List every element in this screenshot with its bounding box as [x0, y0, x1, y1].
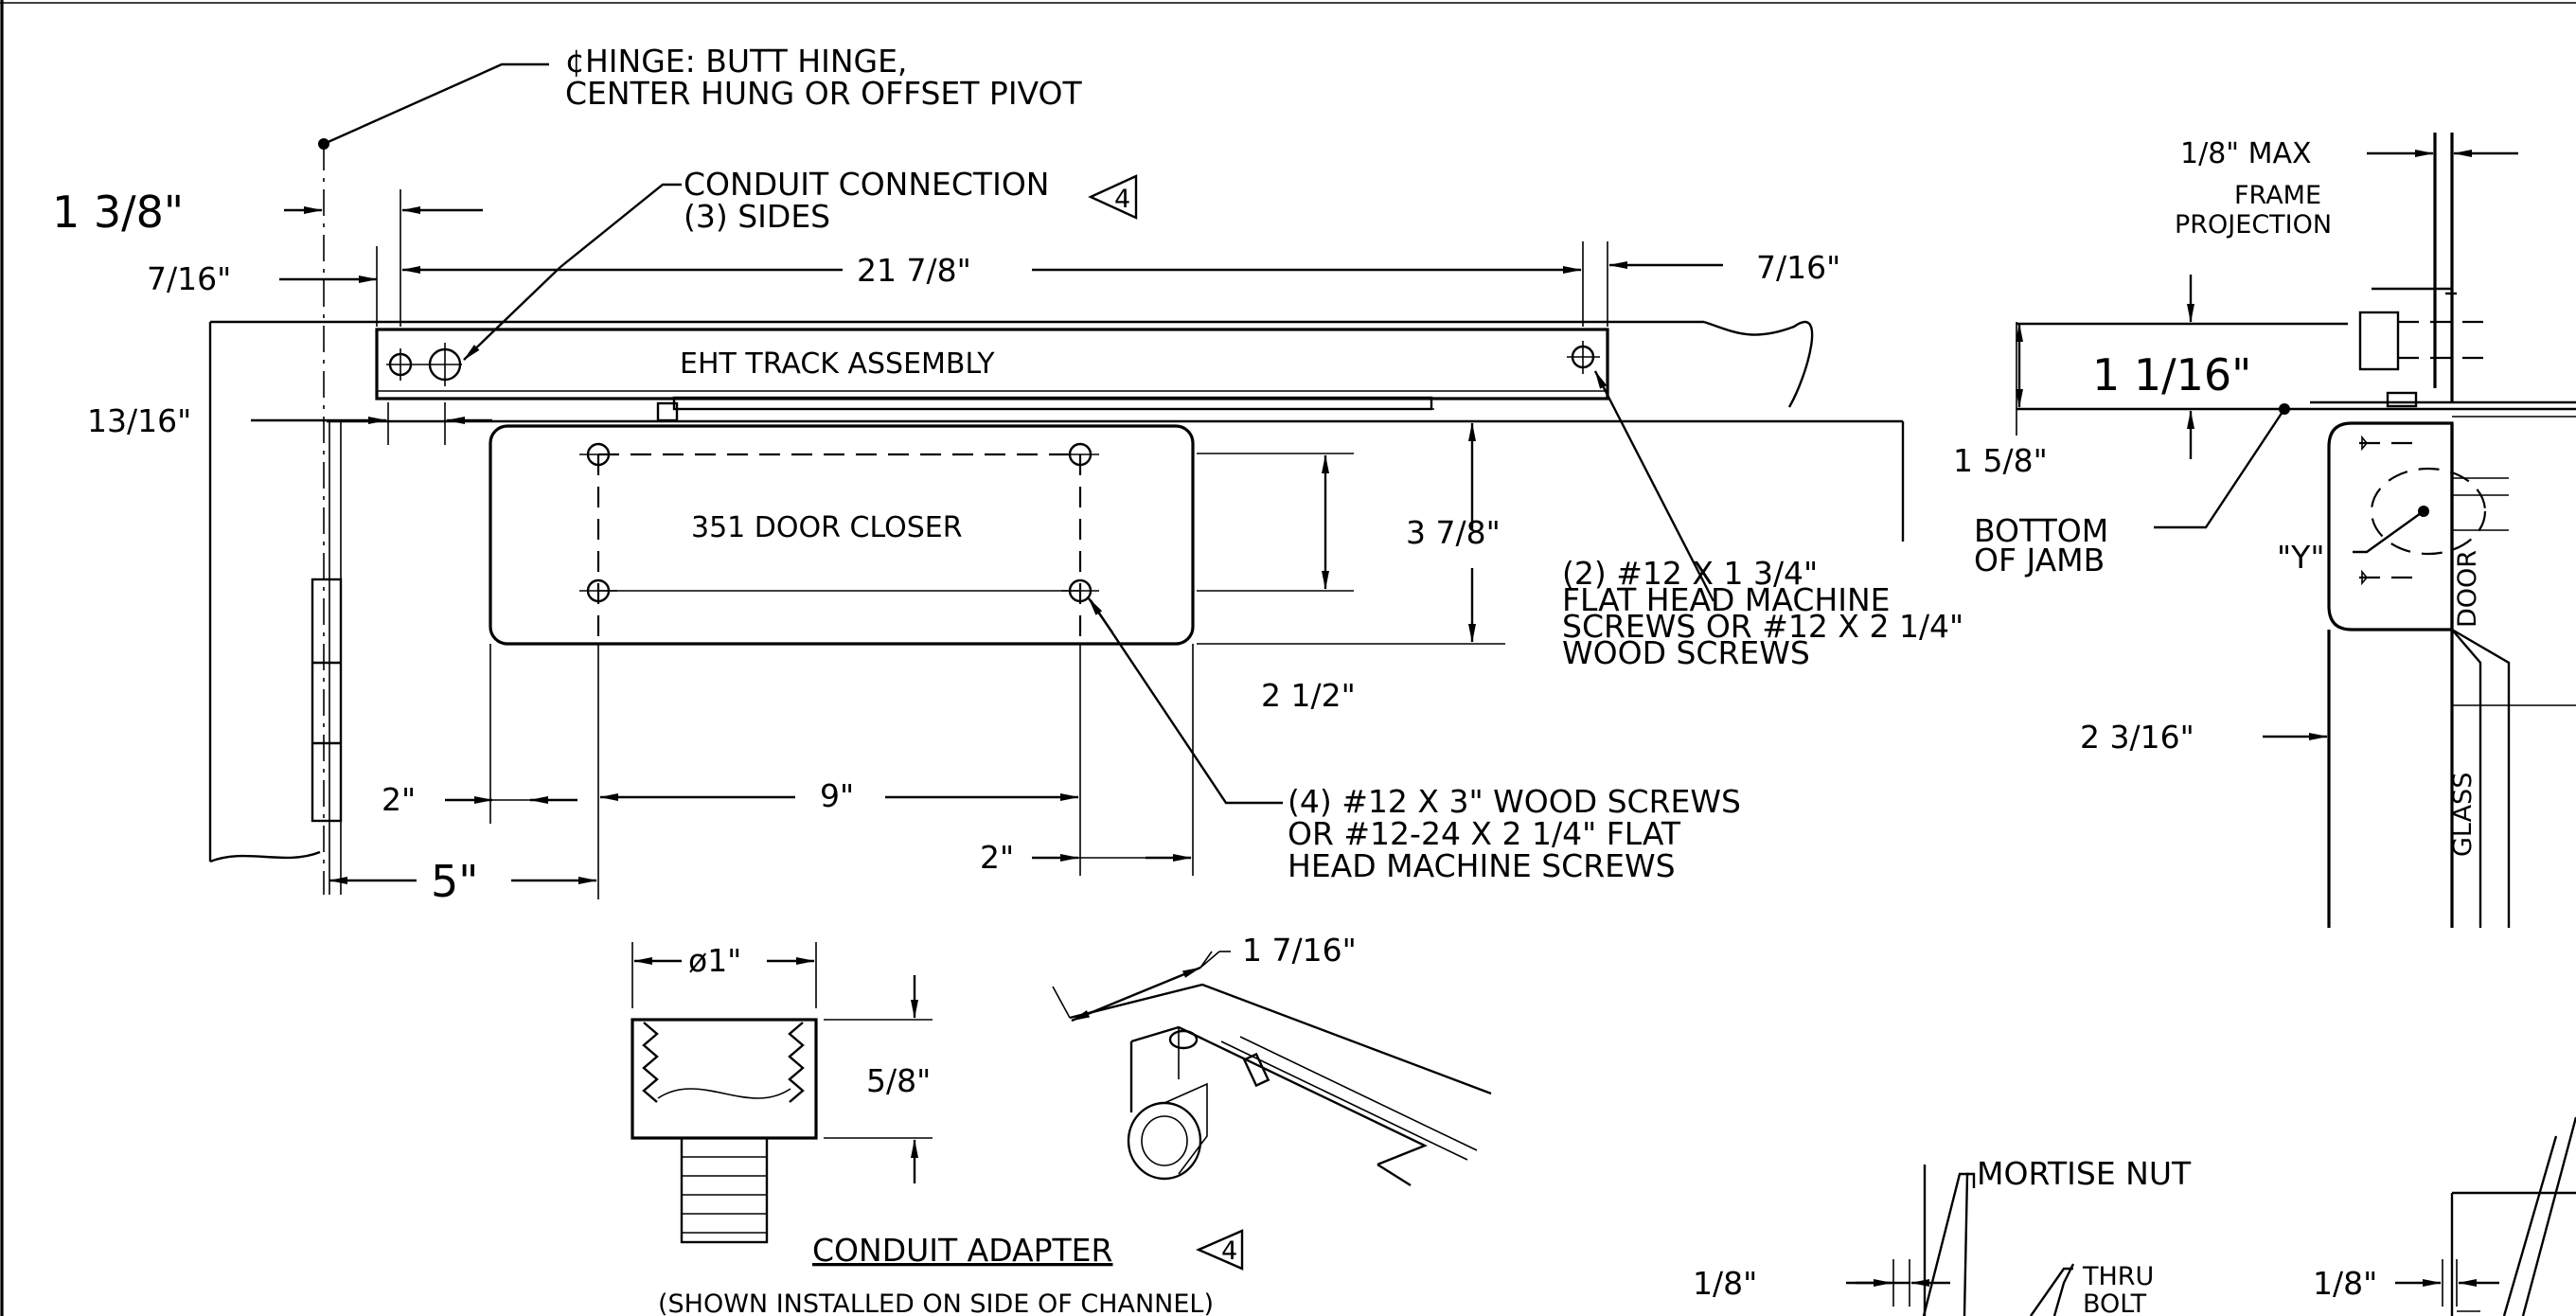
revision-tag-1: 4: [1114, 185, 1130, 214]
door-label: DOOR: [2453, 550, 2482, 628]
revision-triangle-2: [1195, 1229, 1244, 1271]
thru-bolt-line2: BOLT: [2083, 1289, 2147, 1316]
hinge-note-line1: ¢HINGE: BUTT HINGE,: [565, 43, 907, 80]
screw-2-leader: [1593, 370, 1715, 602]
hinge-barrel: [311, 578, 343, 823]
frame-projection-line2: PROJECTION: [2175, 210, 2332, 240]
screw-note-2-line3: SCREWS OR #12 X 2 1/4": [1562, 608, 1963, 645]
dim-9: 9": [820, 777, 854, 814]
hinge-centerline: [318, 62, 549, 895]
section-dim-2-3-16: 2 3/16": [2080, 719, 2194, 756]
conduit-note-line1: CONDUIT CONNECTION: [684, 166, 1049, 203]
adapter-dim-5-8: 5/8": [866, 1062, 931, 1099]
dim-7-16-right: 7/16": [1756, 249, 1840, 286]
revision-tag-2: 4: [1221, 1236, 1237, 1266]
adapter-title: CONDUIT ADAPTER: [812, 1232, 1112, 1269]
screw-note-4-line2: OR #12-24 X 2 1/4" FLAT: [1288, 815, 1681, 852]
glass-label: GLASS: [2448, 773, 2478, 857]
dim-2-1-2: 2 1/2": [1261, 677, 1356, 714]
dimension-lines-right: [1197, 422, 1505, 645]
conduit-adapter-detail: [631, 942, 1492, 1244]
screw-note-4-line3: HEAD MACHINE SCREWS: [1288, 847, 1676, 884]
section-dim-1-5-8: 1 5/8": [1953, 442, 2048, 479]
dim-2-right: 2": [980, 839, 1014, 876]
bottom-of-jamb-line2: OF JAMB: [1974, 542, 2105, 578]
section-dim-1-1-16: 1 1/16": [2092, 349, 2251, 400]
mortise-nut-label: MORTISE NUT: [1977, 1155, 2192, 1192]
dim-13-16: 13/16": [87, 402, 191, 439]
screw-note-2-line4: WOOD SCREWS: [1562, 634, 1810, 671]
dimension-lines-top: [251, 189, 1723, 445]
dim-2-left: 2": [382, 781, 416, 818]
bottom-dim-1-8-b: 1/8": [2313, 1265, 2377, 1302]
dim-1-3-8: 1 3/8": [52, 187, 184, 238]
closer-arm: [656, 396, 1434, 422]
adapter-caption: (SHOWN INSTALLED ON SIDE OF CHANNEL): [658, 1289, 1214, 1316]
adapter-dim-diameter: ø1": [688, 942, 741, 979]
frame-projection-line1: FRAME: [2234, 181, 2321, 210]
section-dim-1-8-max: 1/8" MAX: [2180, 137, 2312, 170]
dim-21-7-8: 21 7/8": [857, 252, 971, 289]
screw-4-leader: [1090, 599, 1283, 805]
bottom-of-jamb-line1: BOTTOM: [1974, 512, 2108, 549]
hinge-note-line2: CENTER HUNG OR OFFSET PIVOT: [565, 75, 1083, 112]
adapter-dim-1-7-16: 1 7/16": [1242, 932, 1357, 969]
conduit-leader: [560, 183, 682, 268]
door-closer-body: [489, 424, 1195, 646]
screw-note-2-line1: (2) #12 X 1 3/4": [1562, 555, 1818, 592]
screw-note-4-line1: (4) #12 X 3" WOOD SCREWS: [1288, 783, 1741, 820]
revision-triangle-1: [1088, 174, 1138, 220]
section-view: [2016, 133, 2576, 928]
dim-3-7-8: 3 7/8": [1406, 514, 1501, 551]
dim-7-16-left: 7/16": [147, 260, 231, 297]
door-outline: [208, 320, 1905, 895]
bottom-dim-1-8-a: 1/8": [1693, 1265, 1757, 1302]
dimension-lines-bottom: [329, 644, 1194, 899]
closer-label: 351 DOOR CLOSER: [691, 511, 963, 544]
track-label: EHT TRACK ASSEMBLY: [680, 347, 995, 381]
bottom-detail: [1846, 1116, 2576, 1316]
thru-bolt-line1: THRU: [2082, 1262, 2154, 1291]
y-label: "Y": [2277, 539, 2325, 576]
conduit-note-line2: (3) SIDES: [684, 198, 830, 235]
screw-note-2-line2: FLAT HEAD MACHINE: [1562, 581, 1891, 618]
dim-5: 5": [431, 856, 478, 907]
